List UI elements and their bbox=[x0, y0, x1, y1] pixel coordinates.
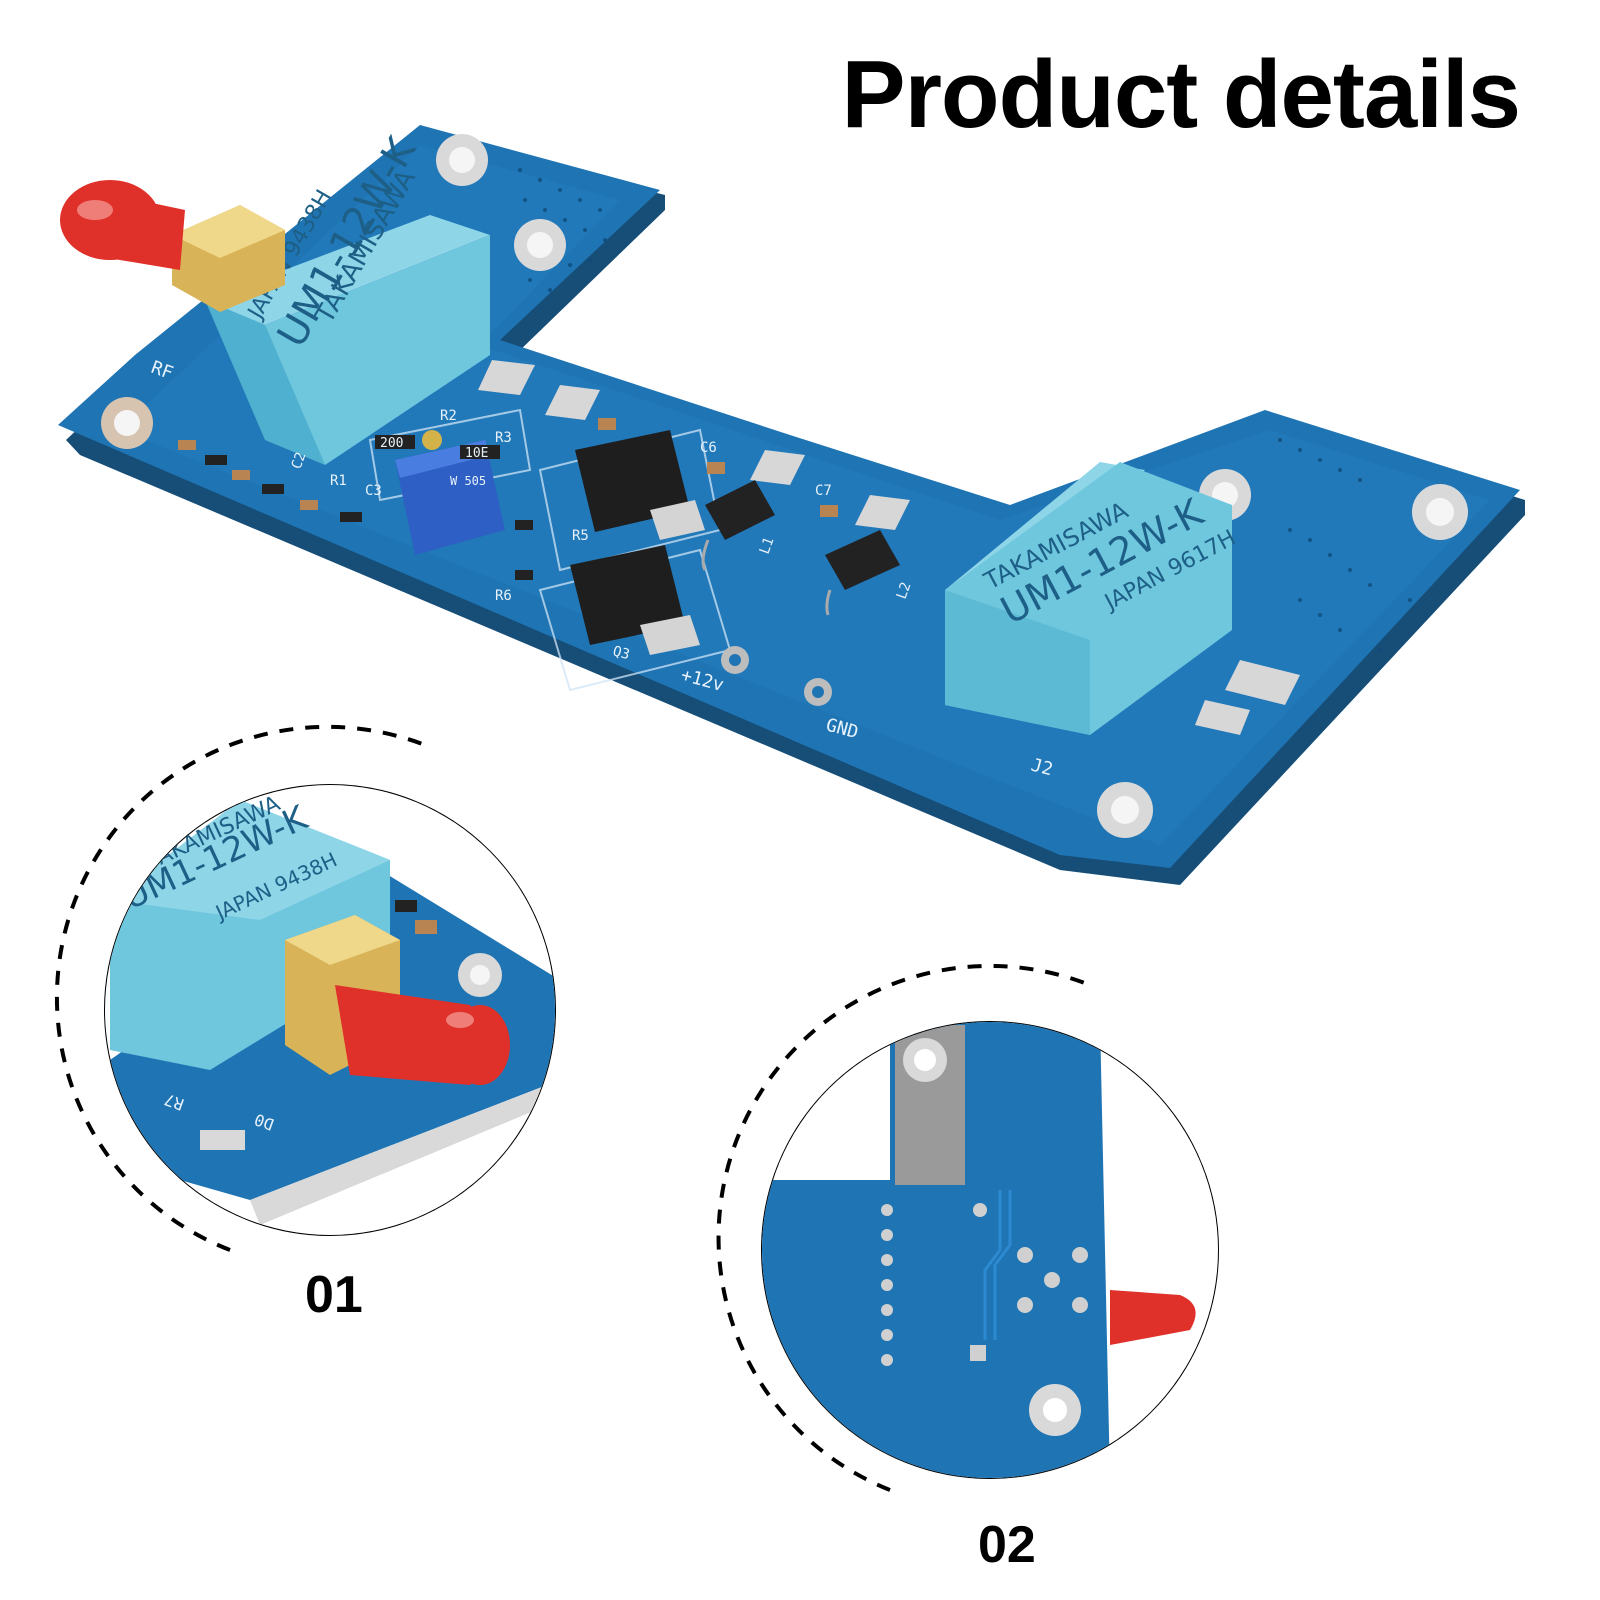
silk-r6: R6 bbox=[495, 588, 512, 604]
mounting-hole-6 bbox=[1097, 782, 1153, 838]
power-terminal-gnd bbox=[804, 678, 832, 706]
power-terminal-12v bbox=[721, 646, 749, 674]
silk-res-200: 200 bbox=[380, 436, 403, 451]
via-field-right bbox=[1278, 438, 1412, 652]
silkscreen-labels: RF R2 R3 200 10E R1 C2 C3 R5 R6 C6 C7 L1… bbox=[148, 357, 1055, 780]
silk-r1: R1 bbox=[330, 473, 347, 489]
silk-c7: C7 bbox=[815, 483, 832, 499]
silk-c3: C3 bbox=[365, 483, 382, 499]
ic-q-top bbox=[575, 430, 705, 540]
detail-circle-01: TAKAMISAWA UM1-12W-K JAPAN 9438H R7 D0 bbox=[54, 724, 556, 1252]
inductor-l2 bbox=[825, 530, 900, 616]
silk-res-10e: 10E bbox=[465, 446, 488, 461]
via-field-left bbox=[518, 168, 607, 292]
silk-q3: Q3 bbox=[611, 643, 631, 663]
mounting-hole-2 bbox=[514, 219, 566, 271]
inductor-l1 bbox=[701, 480, 775, 571]
solder-pads bbox=[478, 360, 1300, 735]
silk-r2: R2 bbox=[440, 408, 457, 424]
silk-l1: L1 bbox=[757, 535, 778, 556]
mounting-hole-5 bbox=[1412, 484, 1468, 540]
callout-label-02: 02 bbox=[978, 1516, 1036, 1574]
detail-circle-02 bbox=[716, 963, 1219, 1492]
sma-connector bbox=[60, 180, 285, 312]
silk-l2: L2 bbox=[894, 580, 915, 601]
silk-c6: C6 bbox=[700, 440, 717, 456]
silk-r3: R3 bbox=[495, 430, 512, 446]
callout-label-01: 01 bbox=[305, 1266, 363, 1324]
silk-c2: C2 bbox=[289, 450, 310, 471]
mounting-hole-3 bbox=[101, 397, 153, 449]
silk-r5: R5 bbox=[572, 528, 589, 544]
mounting-hole-1 bbox=[436, 134, 488, 186]
ic-q3 bbox=[570, 545, 700, 655]
relay-left: TAKAMISAWA UM1-12W-K JAPAN 9438H bbox=[205, 129, 490, 465]
page-title: Product details bbox=[841, 41, 1521, 148]
svg-text:W 505: W 505 bbox=[450, 474, 486, 488]
smd-components bbox=[178, 418, 838, 580]
